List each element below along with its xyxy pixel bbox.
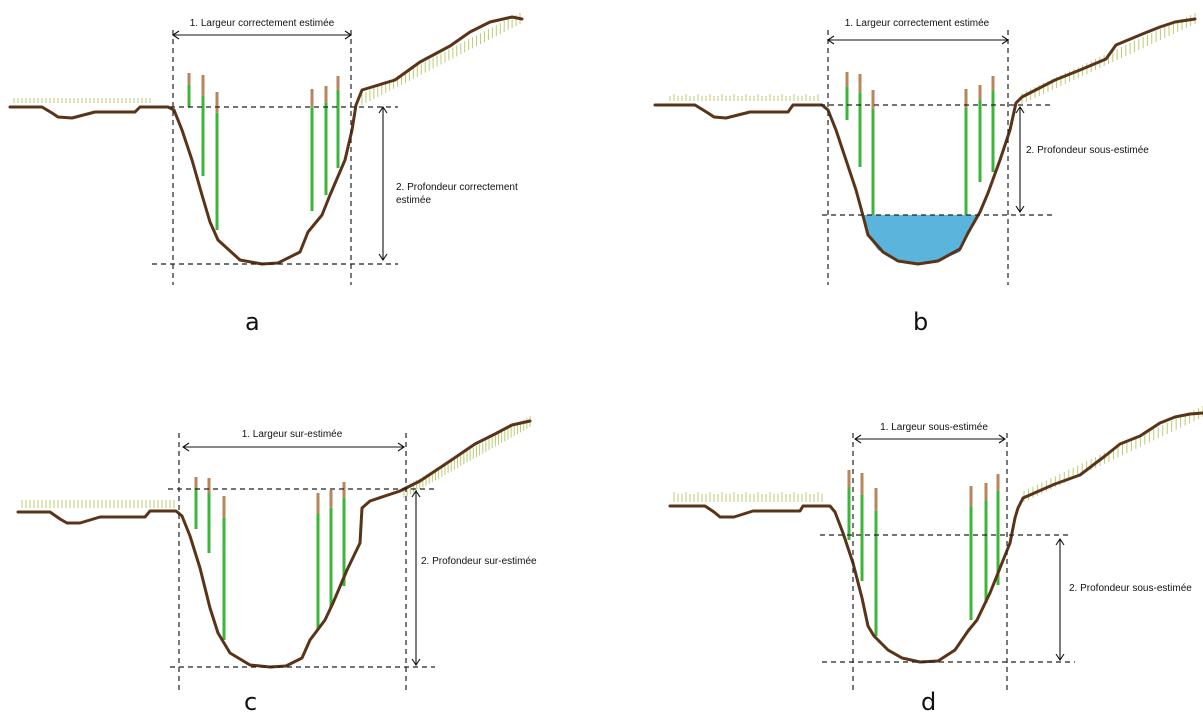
channel-profile	[16, 419, 532, 669]
measuring-poles	[847, 470, 1000, 636]
grass-left	[673, 492, 823, 502]
grass-right	[361, 13, 521, 105]
grass-left	[13, 98, 151, 103]
depth-arrow	[378, 106, 388, 261]
measuring-poles	[845, 72, 995, 215]
width-label: 1. Largeur correctement estimée	[845, 18, 990, 29]
panel-letter-b: b	[913, 308, 929, 336]
grass-right	[1023, 406, 1203, 502]
panel-d: 1. Largeur sous-estimée 2. Profondeur so…	[668, 406, 1203, 691]
depth-label: 2. Profondeur sous-estimée	[1069, 583, 1192, 594]
width-arrow	[182, 442, 405, 452]
measuring-poles	[194, 477, 346, 640]
depth-label-line-1: 2. Profondeur correctement	[396, 182, 518, 193]
depth-label: 2. Profondeur correctement estimée	[396, 182, 518, 206]
width-label: 1. Largeur sur-estimée	[242, 429, 343, 440]
channel-diagram	[16, 416, 532, 669]
panel-letter-a: a	[245, 308, 260, 336]
channel-profile	[668, 411, 1203, 664]
width-arrow	[854, 434, 1006, 444]
water-fill	[864, 215, 977, 264]
measuring-poles	[187, 73, 340, 230]
channel-diagram	[668, 406, 1203, 664]
panel-letter-c: c	[244, 688, 258, 716]
panel-c: 1. Largeur sur-estimée 2. Profondeur sur…	[16, 416, 537, 691]
depth-arrow	[411, 490, 421, 666]
panel-letter-d: d	[921, 688, 937, 716]
grass-right	[1021, 13, 1196, 104]
depth-label-line-2: estimée	[396, 195, 431, 206]
panel-a: 1. Largeur correctement estimée 2. Profo…	[8, 13, 524, 285]
panel-b: 1. Largeur correctement estimée 2. Profo…	[653, 13, 1197, 285]
grass-right	[403, 416, 531, 498]
width-arrow	[172, 30, 352, 40]
channel-diagram	[653, 13, 1197, 266]
depth-arrow	[1015, 106, 1025, 213]
depth-arrow	[1055, 538, 1065, 661]
depth-label: 2. Profondeur sur-estimée	[421, 556, 537, 567]
width-label: 1. Largeur sous-estimée	[880, 422, 988, 433]
depth-label: 2. Profondeur sous-estimée	[1026, 145, 1149, 156]
grass-left	[669, 94, 819, 101]
channel-profile	[653, 17, 1197, 266]
grass-left	[21, 500, 175, 508]
channel-diagram	[8, 13, 524, 266]
width-label: 1. Largeur correctement estimée	[190, 18, 335, 29]
width-arrow	[827, 35, 1009, 45]
